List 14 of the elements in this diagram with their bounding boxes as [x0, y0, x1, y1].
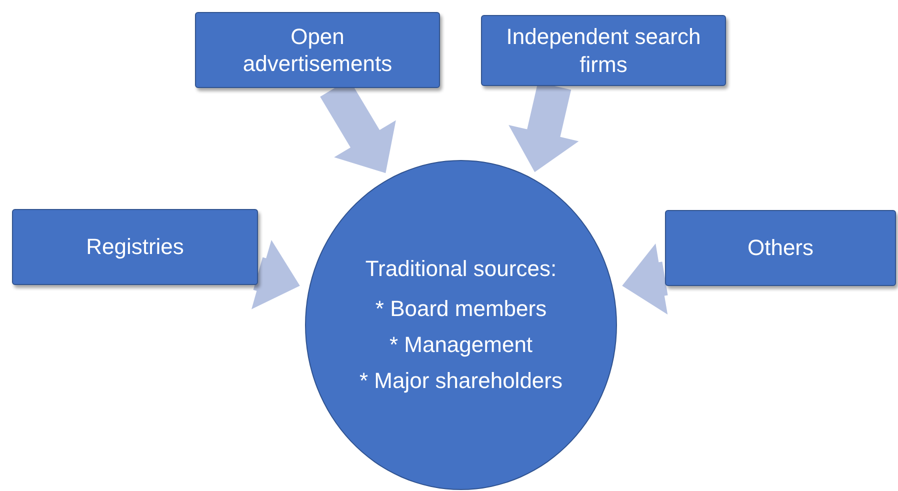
circle-heading: Traditional sources: — [365, 254, 557, 283]
list-item: * Management — [389, 331, 533, 359]
list-item: * Major shareholders — [360, 367, 562, 396]
box-label: Others — [747, 234, 814, 262]
block-arrow — [252, 240, 300, 310]
source-box — [195, 12, 440, 88]
list-item: * Board members — [375, 294, 547, 323]
box-label: Independent search firms — [505, 23, 702, 78]
source-box — [481, 15, 726, 86]
block-arrow — [622, 244, 668, 314]
box-label: Open advertisements — [242, 22, 394, 78]
box-label: Registries — [86, 233, 184, 261]
source-box — [12, 209, 258, 285]
source-box — [665, 210, 896, 286]
